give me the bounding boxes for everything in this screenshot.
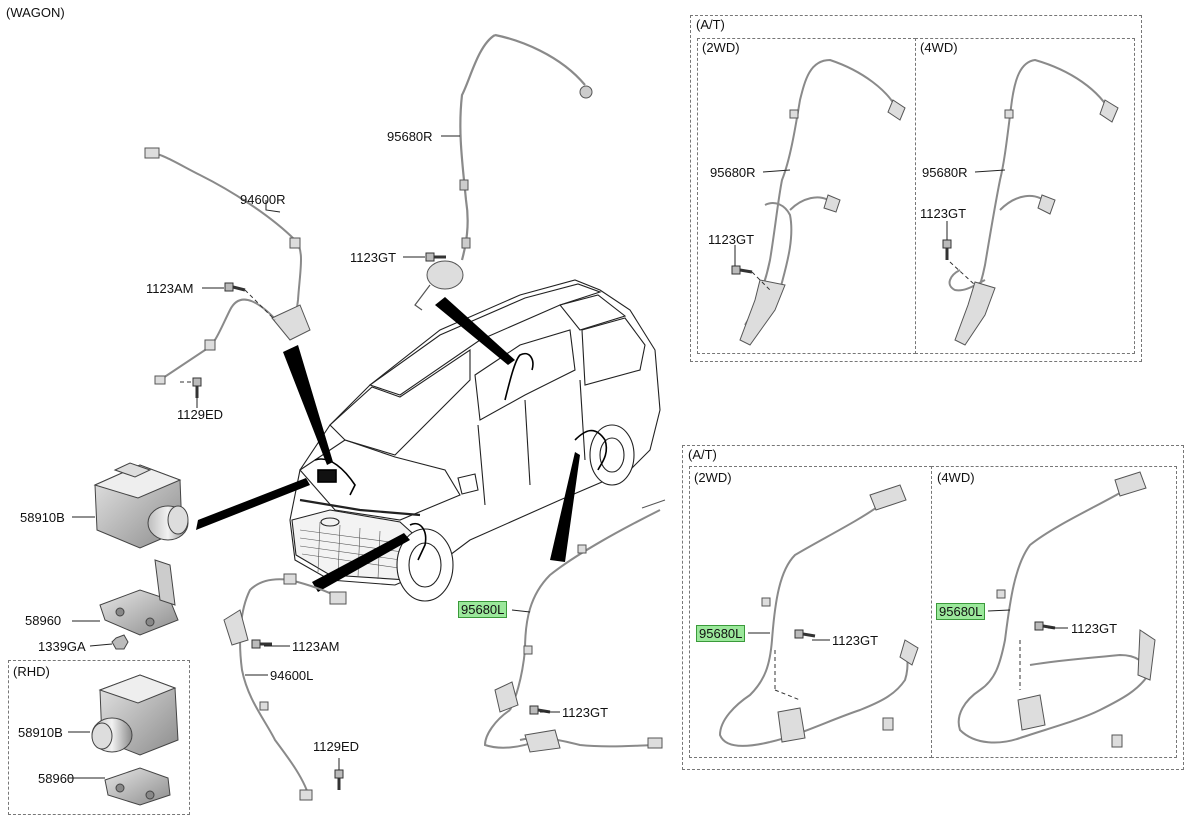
label-1339GA[interactable]: 1339GA [38, 639, 86, 654]
label-95680L-rear-2wd-highlighted[interactable]: 95680L [696, 625, 746, 642]
rear-rh-4wd-subpanel [915, 38, 1135, 354]
label-1123GT-rear-lh-4wd[interactable]: 1123GT [1071, 621, 1118, 636]
label-58910B-rhd[interactable]: 58910B [18, 725, 63, 740]
label-1123GT-rear-rh-2wd[interactable]: 1123GT [708, 232, 755, 247]
harness-lh-art [223, 573, 347, 801]
rhd-panel [8, 660, 190, 815]
rear-rh-panel [690, 15, 1142, 362]
label-1123AM-lh[interactable]: 1123AM [292, 639, 340, 654]
label-95680L-front-highlighted[interactable]: 95680L [458, 601, 508, 618]
rear-lh-4wd-art [957, 471, 1156, 748]
front-rh-bolt [425, 252, 446, 262]
label-1123GT-rear-rh-4wd[interactable]: 1123GT [920, 206, 967, 221]
rear-rh-4wd-art [948, 58, 1119, 346]
label-58960-rhd[interactable]: 58960 [38, 771, 75, 786]
label-95680R-rear-4wd[interactable]: 95680R [922, 165, 968, 180]
module-nut-art [111, 634, 129, 650]
rhd-module-art [91, 674, 179, 806]
rear-lh-4wd-title: (4WD) [937, 470, 975, 485]
front-rh-sensor-art [414, 33, 593, 311]
rear-rh-4wd-title: (4WD) [920, 40, 958, 55]
front-lh-sensor-art [483, 499, 666, 753]
hecu-module-art [93, 462, 189, 549]
harness-rh-art [144, 147, 311, 385]
leader-wedges [196, 297, 580, 592]
label-58910B[interactable]: 58910B [20, 510, 65, 525]
label-1123GT-front-lh[interactable]: 1123GT [562, 705, 609, 720]
rear-lh-2wd-subpanel [689, 466, 932, 758]
label-leader-lines [68, 135, 1068, 779]
rear-lh-4wd-subpanel [931, 466, 1177, 758]
rear-rh-panel-title: (A/T) [696, 17, 725, 32]
label-95680L-rear-4wd-highlighted[interactable]: 95680L [936, 603, 986, 620]
label-94600L[interactable]: 94600L [270, 668, 314, 683]
module-bracket-art [99, 559, 179, 636]
label-1123GT-rear-lh-2wd[interactable]: 1123GT [832, 633, 879, 648]
label-94600R[interactable]: 94600R [240, 192, 286, 207]
rear-lh-2wd-art [718, 484, 919, 747]
label-58960[interactable]: 58960 [25, 613, 62, 628]
diagram-title: (WAGON) [6, 5, 65, 20]
label-95680R-front[interactable]: 95680R [387, 129, 433, 144]
rear-lh-2wd-title: (2WD) [694, 470, 732, 485]
label-1129ED-lh[interactable]: 1129ED [313, 739, 360, 754]
rear-rh-2wd-title: (2WD) [702, 40, 740, 55]
rear-rh-2wd-art [739, 58, 906, 346]
vehicle-illustration [289, 279, 661, 602]
label-1123AM-rh[interactable]: 1123AM [146, 281, 194, 296]
label-1123GT-front-rh[interactable]: 1123GT [350, 250, 397, 265]
rear-lh-panel-title: (A/T) [688, 447, 717, 462]
label-1129ED-rh[interactable]: 1129ED [177, 407, 224, 422]
rear-rh-2wd-subpanel [697, 38, 916, 354]
label-95680R-rear-2wd[interactable]: 95680R [710, 165, 756, 180]
rhd-panel-title: (RHD) [13, 664, 50, 679]
rear-lh-panel [682, 445, 1184, 770]
